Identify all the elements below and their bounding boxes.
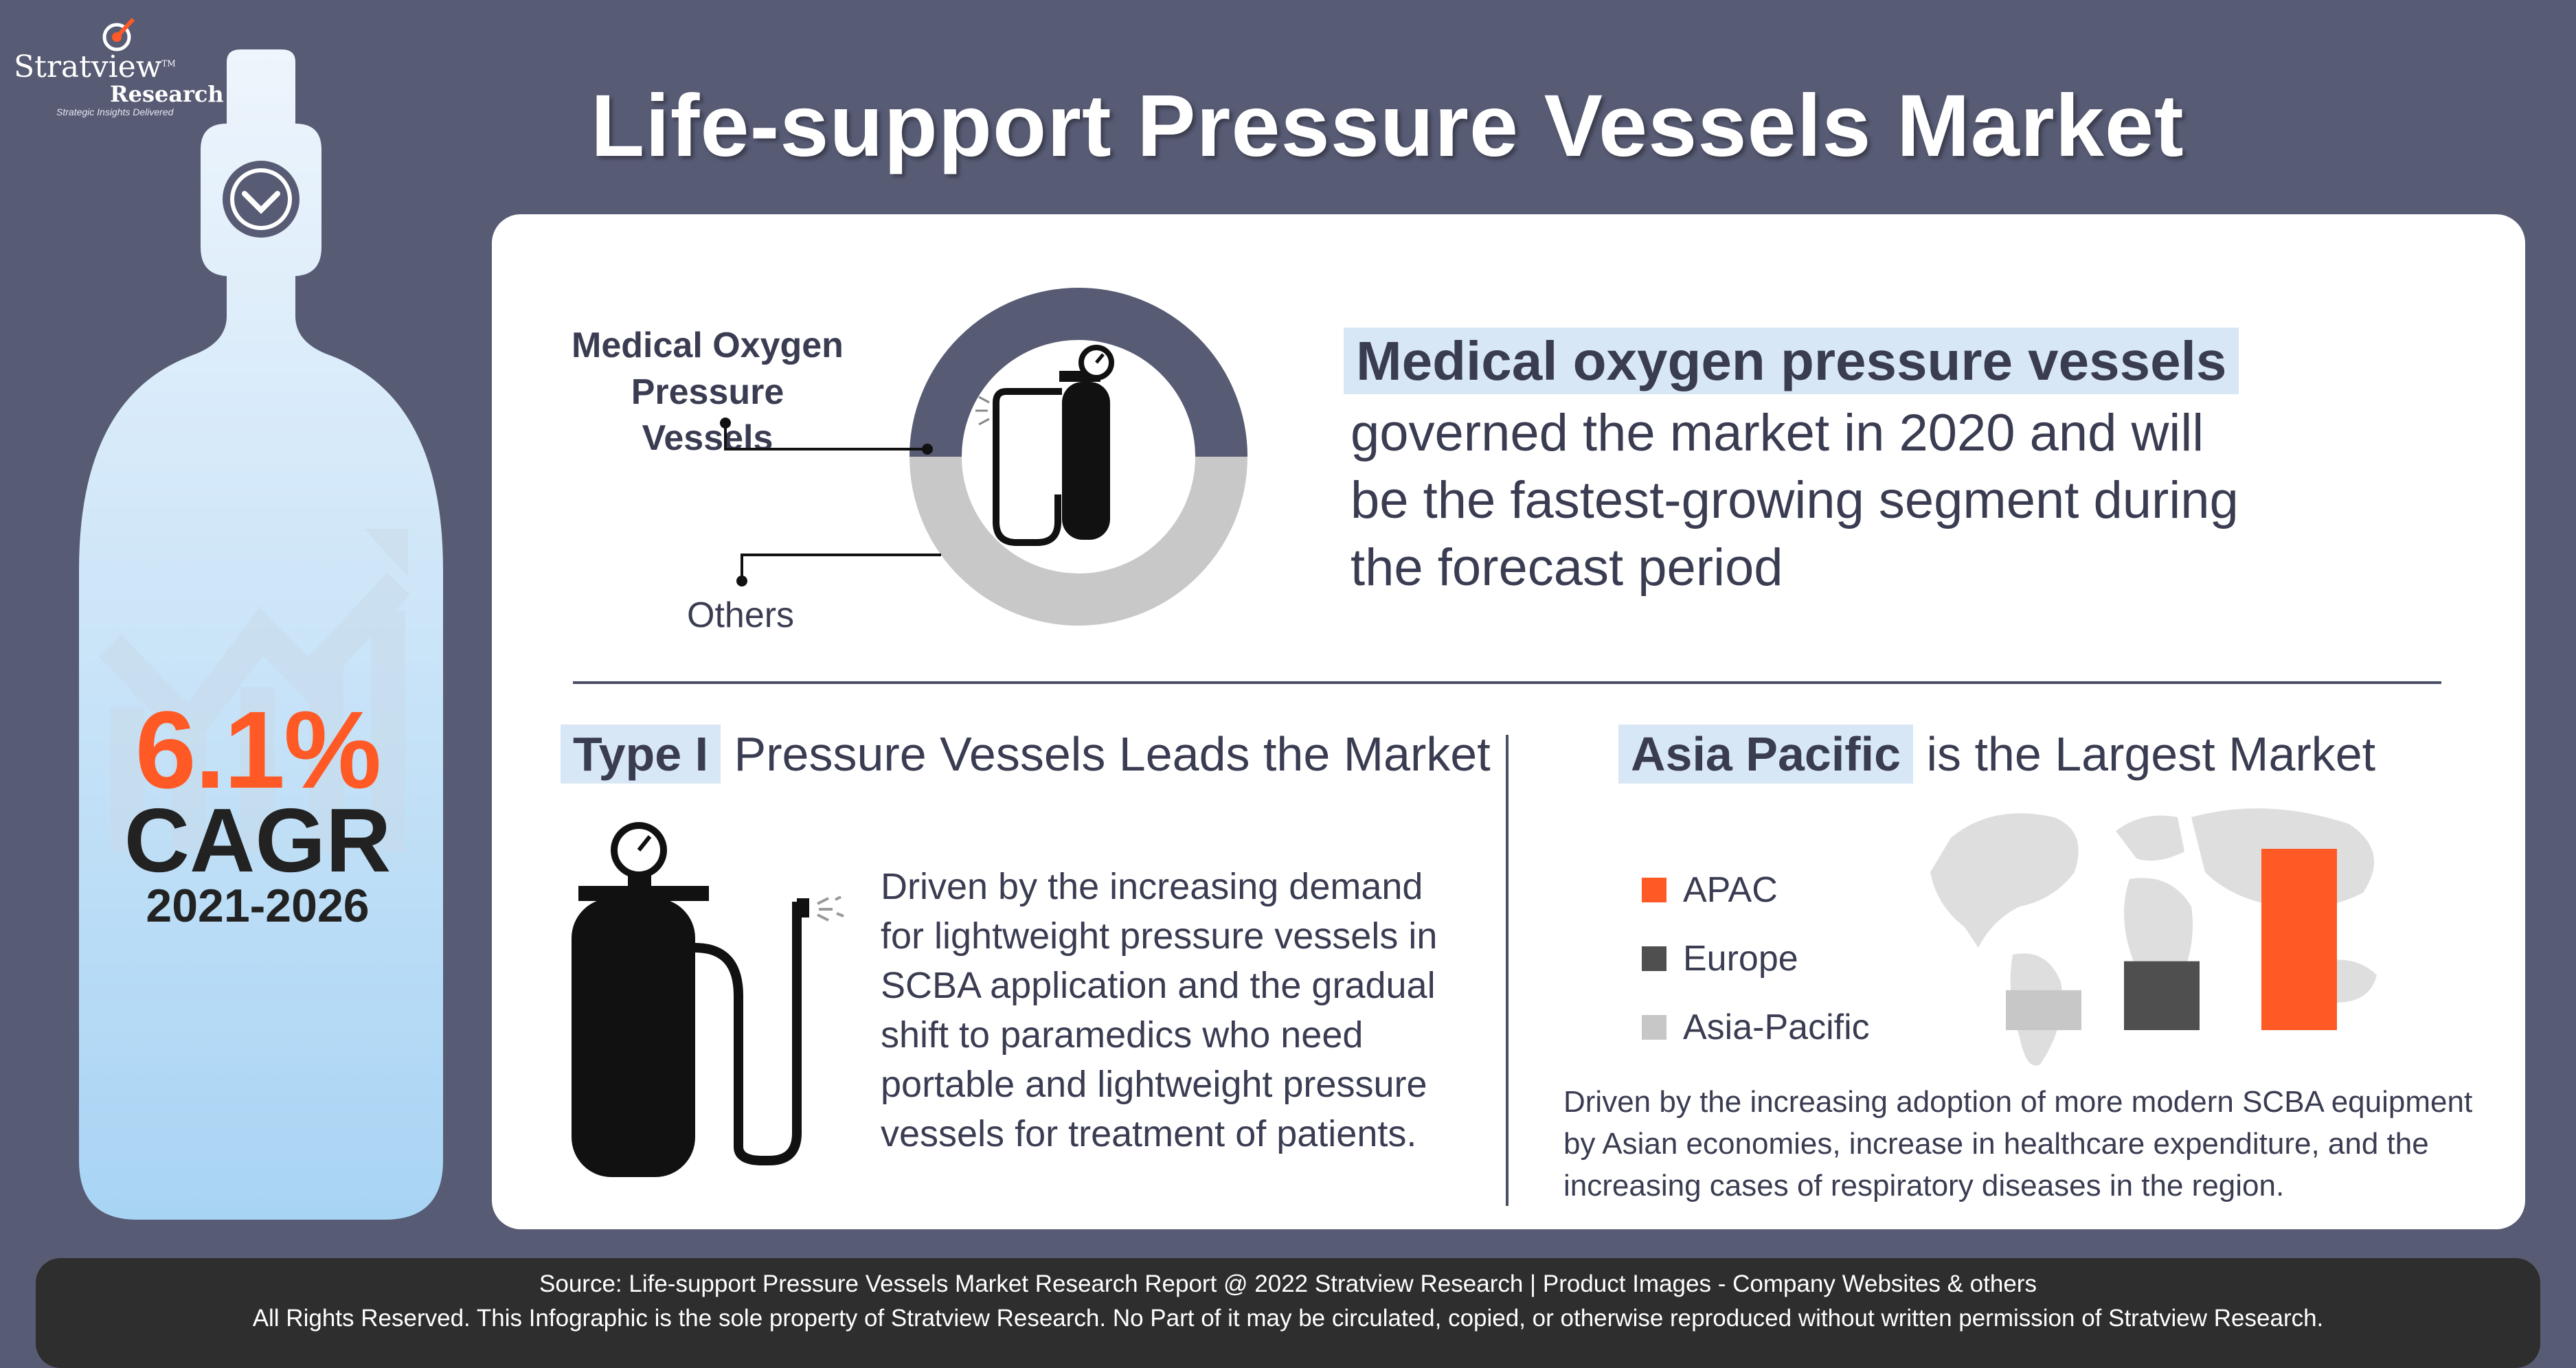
footer: Source: Life-support Pressure Vessels Ma… [36,1258,2540,1368]
headline-line-1: governed the market in 2020 and will [1351,404,2204,462]
type1-line-1: Driven by the increasing demand [881,866,1423,907]
logo-tm: TM [161,58,176,69]
legend-item-asia-pacific: Asia-Pacific [1642,1007,1870,1048]
segment-donut-chart [909,288,1247,626]
footer-source: Source: Life-support Pressure Vessels Ma… [539,1270,2037,1297]
asia-title-rest: is the Largest Market [1913,727,2376,781]
cagr-period: 2021-2026 [146,880,370,932]
legend-label-asia-pacific: Asia-Pacific [1683,1007,1870,1047]
headline-highlight: Medical oxygen pressure vessels [1344,328,2239,394]
cagr-value: 6.1% [135,688,382,811]
page-title: Life-support Pressure Vessels Market [591,77,2184,175]
donut-label-medical: Medical Oxygen Pressure Vessels [563,323,852,462]
headline-line-2: be the fastest-growing segment during [1351,471,2239,529]
donut-label-medical-line2: Pressure Vessels [631,372,784,459]
asia-line-1: Driven by the increasing adoption of mor… [1563,1085,2473,1119]
donut-label-medical-line1: Medical Oxygen [572,326,844,365]
legend-item-europe: Europe [1642,938,1870,979]
legend-swatch-europe [1642,946,1667,971]
donut-leader-lines [720,418,941,586]
logo-mark-icon [102,17,135,52]
type1-description: Driven by the increasing demand for ligh… [881,862,1471,1159]
asia-line-3: increasing cases of respiratory diseases… [1563,1169,2285,1202]
pressure-vessel-icon [572,822,844,1177]
asia-title: Asia Pacific is the Largest Market [1618,725,2376,784]
oxygen-tank-icon [975,345,1114,546]
headline-body: governed the market in 2020 and will be … [1351,400,2484,602]
donut-label-others: Others [687,595,795,635]
type1-title-rest: Pressure Vessels Leads the Market [721,727,1491,781]
footer-rights: All Rights Reserved. This Infographic is… [252,1305,2324,1332]
check-badge-icon [223,161,300,238]
chart-legend: APAC Europe Asia-Pacific [1642,869,1870,1048]
legend-item-apac: APAC [1642,869,1870,911]
legend-label-europe: Europe [1683,939,1798,979]
headline-line-3: the forecast period [1351,538,1783,597]
logo-tagline: Strategic Insights Delivered [56,106,174,118]
cagr-label: CAGR [124,790,392,891]
asia-description: Driven by the increasing adoption of mor… [1563,1081,2498,1207]
horizontal-divider [573,681,2441,684]
type1-line-4: shift to paramedics who need [881,1014,1364,1056]
legend-swatch-asia-pacific [1642,1015,1667,1040]
bar-europe [2124,961,2200,1030]
type1-title: Type I Pressure Vessels Leads the Market [561,725,1491,784]
logo-name: Stratview [14,49,162,84]
region-bar-chart [2006,849,2337,1030]
type1-title-highlight: Type I [561,725,721,784]
stratview-logo: StratviewTM Research Strategic Insights … [14,14,224,124]
vertical-divider [1506,735,1509,1206]
type1-line-3: SCBA application and the gradual [881,965,1436,1006]
headline-highlight-text: Medical oxygen pressure vessels [1344,328,2239,394]
type1-line-5: portable and lightweight pressure [881,1064,1427,1105]
logo-subname: Research [110,81,224,107]
type1-line-2: for lightweight pressure vessels in [881,915,1438,957]
growth-arrow-icon [98,529,410,852]
asia-line-2: by Asian economies, increase in healthca… [1563,1127,2429,1161]
bar-asia-pacific [2006,990,2081,1030]
oxygen-bottle-illustration [79,49,443,1220]
donut-slice-medical-oxygen [909,288,1247,457]
legend-label-apac: APAC [1683,870,1778,910]
asia-title-highlight: Asia Pacific [1618,725,1913,784]
legend-swatch-apac [1642,878,1667,902]
bar-apac [2261,849,2337,1030]
type1-line-6: vessels for treatment of patients. [881,1113,1417,1154]
